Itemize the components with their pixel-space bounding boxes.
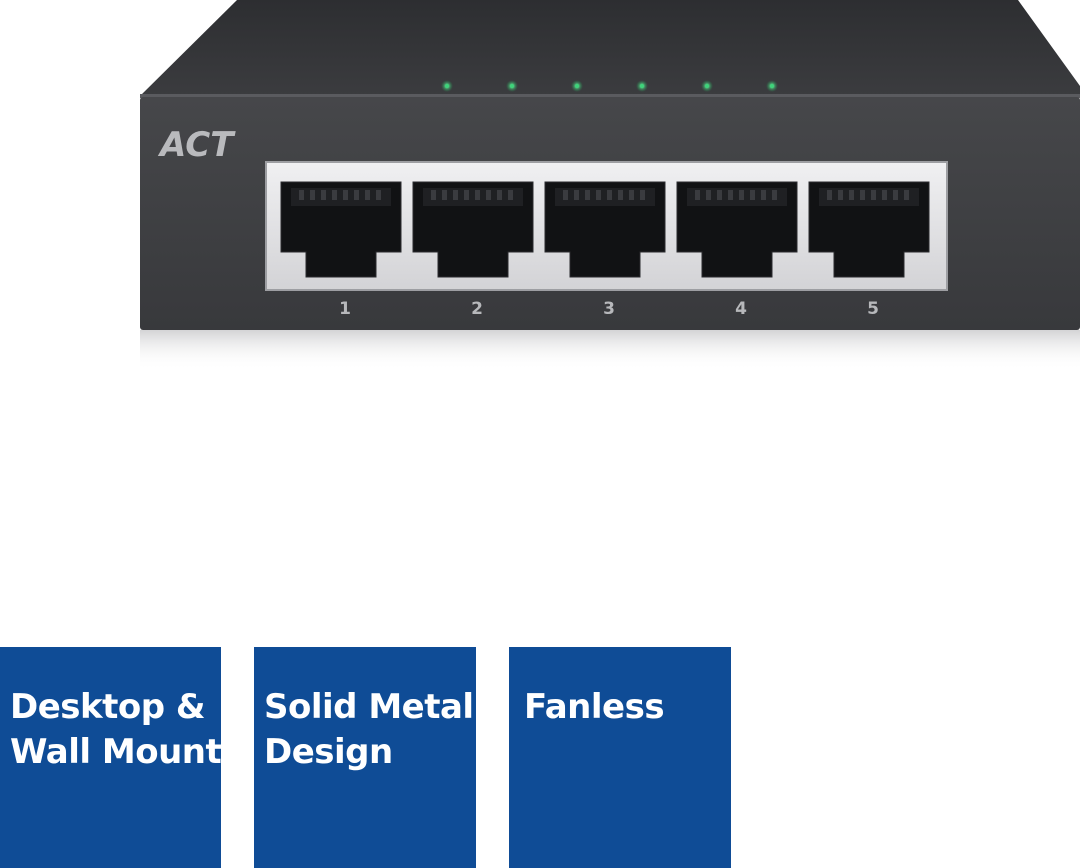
feature-tile-desktop-wall-mount: Desktop & Wall Mount [0,647,222,868]
rj45-pin [871,190,876,200]
rj45-pin [596,190,601,200]
rj45-pin [618,190,623,200]
led-indicator [639,83,645,89]
rj45-pin [761,190,766,200]
rj45-pin [508,190,513,200]
rj45-pin [376,190,381,200]
rj45-pin [574,190,579,200]
feature-tile-fanless: Fanless [509,647,731,868]
led-indicator [444,83,450,89]
rj45-pin [497,190,502,200]
rj45-pin [332,190,337,200]
rj45-pin [695,190,700,200]
rj45-pin [739,190,744,200]
rj45-pin [442,190,447,200]
rj45-pin [706,190,711,200]
rj45-pin [475,190,480,200]
rj45-pin [904,190,909,200]
rj45-pin [321,190,326,200]
rj45-port [412,181,534,278]
port-label-group: 1 2 3 4 5 [339,299,879,319]
led-indicator [574,83,580,89]
feature-text-line: Wall Mount [10,732,222,772]
rj45-port [676,181,798,278]
feature-text-line: Design [264,732,393,772]
switch-edge-highlight [140,94,1080,98]
rj45-pin [453,190,458,200]
brand-logo: ACT [157,125,236,165]
led-indicator [509,83,515,89]
rj45-pin [607,190,612,200]
rj45-pin [849,190,854,200]
rj45-pin [827,190,832,200]
rj45-pin [299,190,304,200]
led-row [441,80,778,92]
rj45-pin [343,190,348,200]
feature-text-line: Solid Metal [264,687,474,727]
rj45-pin [893,190,898,200]
rj45-pin [860,190,865,200]
rj45-port [808,181,930,278]
rj45-pin [354,190,359,200]
port-number-label: 3 [603,299,615,319]
rj45-pin [585,190,590,200]
feature-tile-solid-metal-design: Solid Metal Design [254,647,476,868]
rj45-pin [464,190,469,200]
port-number-label: 4 [735,299,747,319]
rj45-pin [772,190,777,200]
port-number-label: 2 [471,299,483,319]
led-indicator [769,83,775,89]
rj45-pin [882,190,887,200]
rj45-pin [750,190,755,200]
rj45-pin [563,190,568,200]
rj45-port [280,181,402,278]
port-number-label: 1 [339,299,351,319]
rj45-pin [838,190,843,200]
rj45-port-group [280,181,930,278]
rj45-pin [640,190,645,200]
rj45-pin [365,190,370,200]
rj45-pin [310,190,315,200]
rj45-pin [431,190,436,200]
rj45-pin [486,190,491,200]
feature-text-line: Desktop & [10,687,206,727]
feature-text-line: Fanless [524,687,665,727]
rj45-pin [717,190,722,200]
rj45-port [544,181,666,278]
switch-top-lid [140,0,1080,96]
port-number-label: 5 [867,299,879,319]
rj45-pin [629,190,634,200]
rj45-pin [728,190,733,200]
led-indicator [704,83,710,89]
switch-reflection [140,330,1080,370]
